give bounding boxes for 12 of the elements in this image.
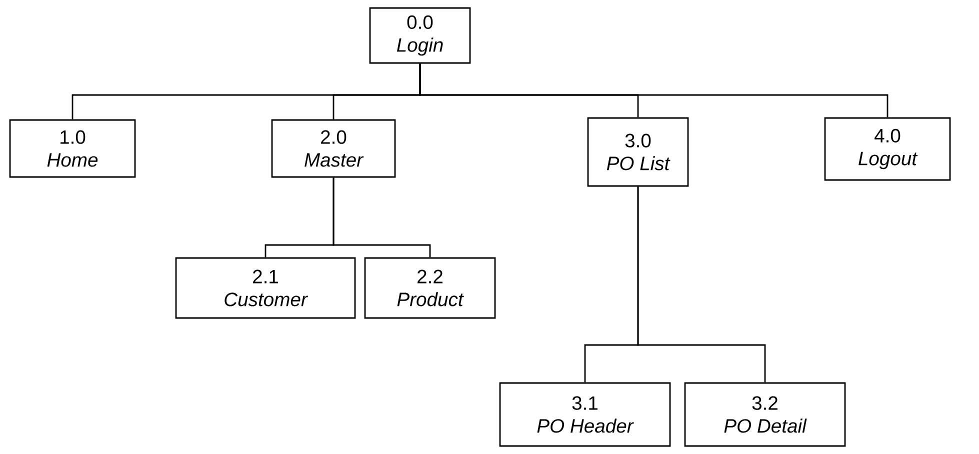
menu-box: 2.1 Customer [175,257,356,319]
menu-box: 4.0 Logout [824,117,951,181]
connector-line [332,178,431,258]
menu-box: 2.0 Master [271,119,396,178]
connector-line [419,64,888,118]
menu-box: 1.0 Home [9,119,136,178]
menu-box: 3.0 PO List [587,117,689,187]
menu-box: 3.1 PO Header [499,382,671,447]
menu-box: 0.0 Login [369,7,471,64]
connector-line [637,186,766,382]
menu-box: 2.2 Product [364,257,496,319]
menu-box: 3.2 PO Detail [684,382,846,447]
